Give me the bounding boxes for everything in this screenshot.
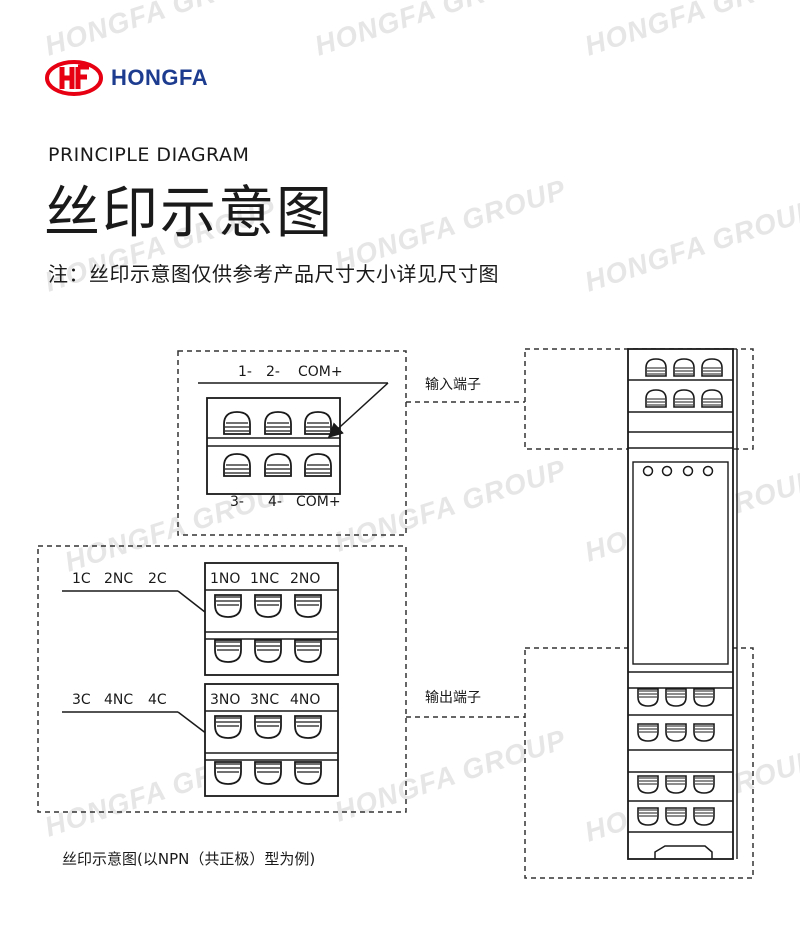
output-g1-left-1c: 1C — [72, 571, 91, 587]
output-g2-left-4c: 4C — [148, 692, 167, 708]
note-text: 注：丝印示意图仅供参考产品尺寸大小详见尺寸图 — [48, 262, 499, 286]
logo-text: HONGFA — [111, 65, 209, 90]
output-terminal-detail: 1C 2NC 2C 1NO 1NC 2NO 3C 4NC 4C 3NO 3NC … — [37, 545, 407, 813]
output-g1-left-2nc: 2NC — [104, 571, 133, 587]
output-g1-right-1nc: 1NC — [250, 571, 279, 587]
section-subtitle: PRINCIPLE DIAGRAM — [48, 144, 250, 166]
page-title: 丝印示意图 — [44, 181, 334, 246]
output-terminal-label: 输出端子 — [425, 690, 481, 706]
module-side-view — [524, 348, 754, 879]
input-bottom-label-com: COM+ — [296, 494, 341, 510]
output-g2-left-4nc: 4NC — [104, 692, 133, 708]
input-top-label-2: 2- — [266, 364, 280, 380]
diagram-caption: 丝印示意图(以NPN（共正极）型为例) — [62, 850, 315, 868]
input-bottom-label-3: 3- — [230, 494, 244, 510]
output-g2-left-3c: 3C — [72, 692, 91, 708]
output-g1-right-2no: 2NO — [290, 571, 320, 587]
input-bottom-label-4: 4- — [268, 494, 282, 510]
input-terminal-detail: 1- 2- COM+ 3- 4- COM+ — [177, 350, 407, 536]
output-g1-left-2c: 2C — [148, 571, 167, 587]
output-g1-right-1no: 1NO — [210, 571, 240, 587]
input-top-label-com: COM+ — [298, 364, 343, 380]
input-terminal-label: 输入端子 — [425, 377, 481, 393]
hongfa-logo: HONGFA — [45, 60, 208, 96]
output-g2-right-3nc: 3NC — [250, 692, 279, 708]
output-g2-right-4no: 4NO — [290, 692, 320, 708]
output-g2-right-3no: 3NO — [210, 692, 240, 708]
input-top-label-1: 1- — [238, 364, 252, 380]
hongfa-emblem-icon — [45, 60, 103, 96]
